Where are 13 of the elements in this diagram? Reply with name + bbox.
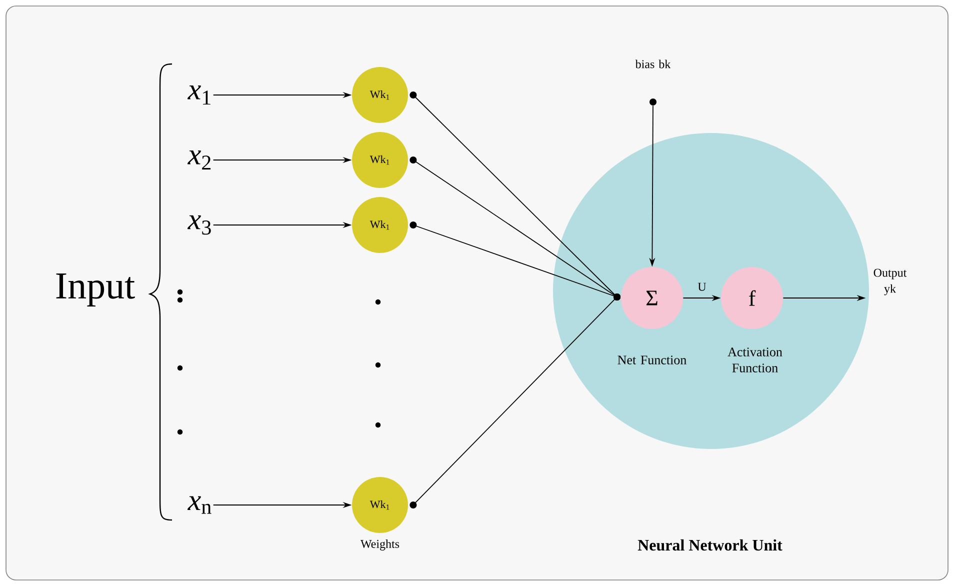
unit-circle — [553, 133, 869, 449]
unit-title: Neural Network Unit — [638, 539, 782, 551]
input-variable: x$_{3}$ — [188, 215, 211, 235]
function-caption: Net Function — [618, 356, 686, 364]
connector — [410, 294, 620, 508]
output-label: Output yk — [874, 268, 907, 296]
function-caption: Activation Function — [728, 348, 782, 372]
input-variable: x$_{n}$ — [188, 496, 212, 514]
input-variable: x$_{1}$ — [188, 85, 210, 105]
edge-label: U — [696, 282, 708, 292]
bias-label: bias bk — [635, 60, 671, 68]
input-label: Input — [56, 274, 135, 306]
input-variable: x$_{2}$ — [188, 150, 211, 170]
